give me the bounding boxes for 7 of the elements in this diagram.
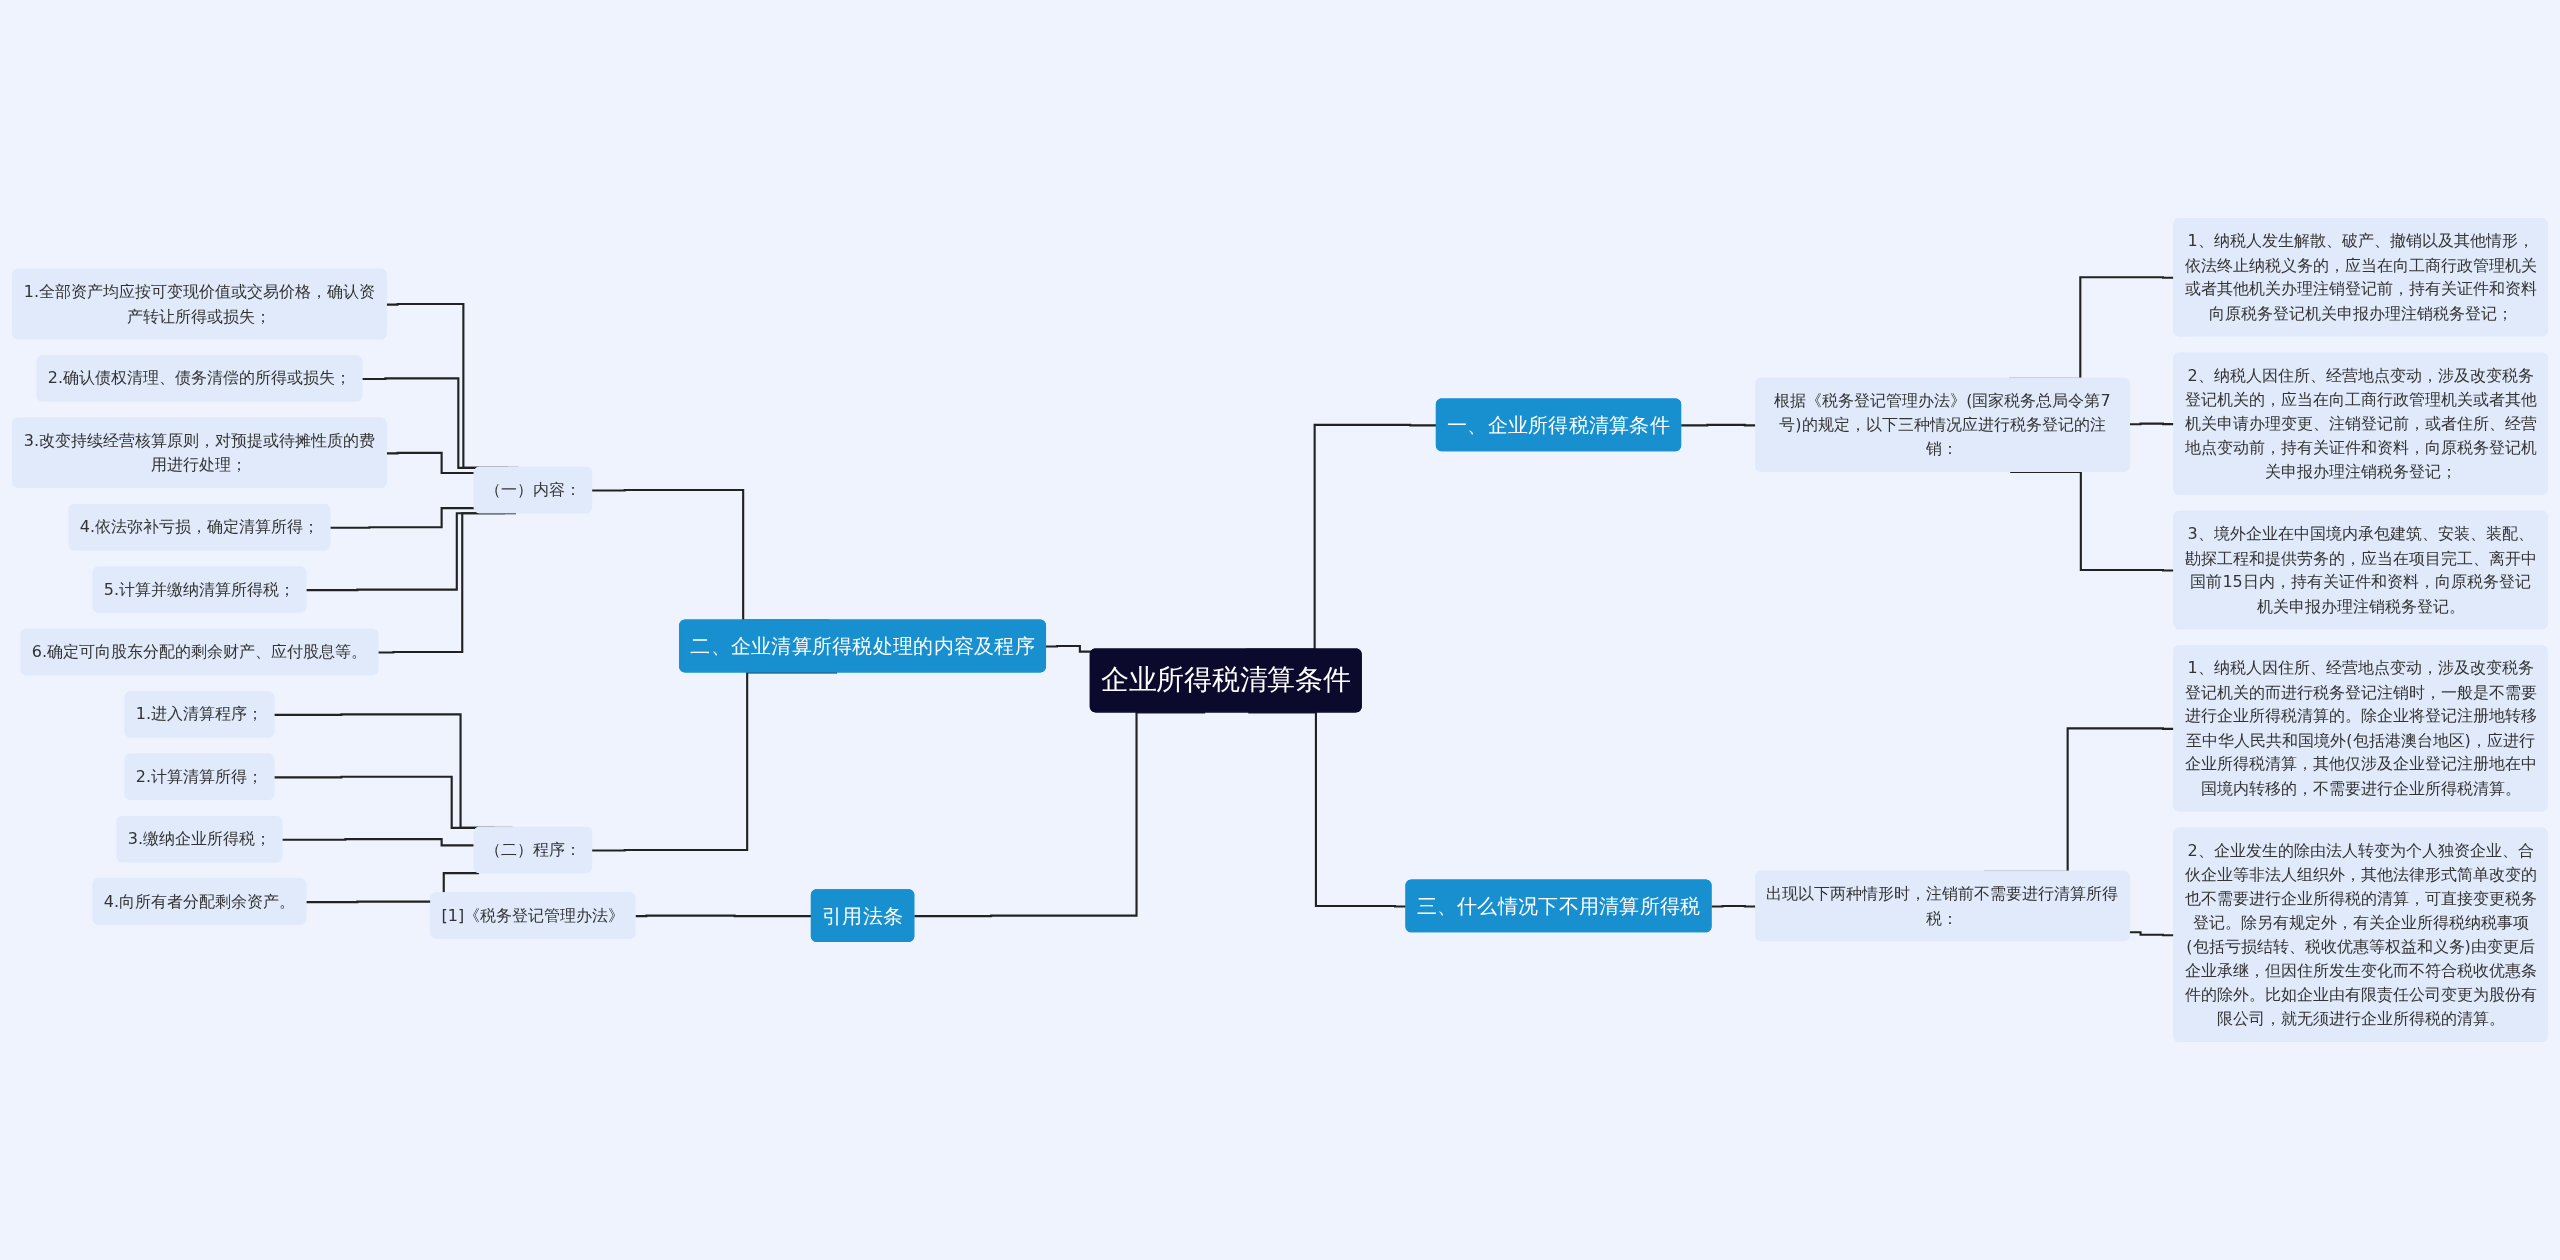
connector [386,451,475,475]
connector [635,914,812,918]
connector [1046,644,1092,653]
connector [306,872,480,904]
connector [330,507,475,529]
connector [378,512,516,654]
connector [282,838,475,847]
